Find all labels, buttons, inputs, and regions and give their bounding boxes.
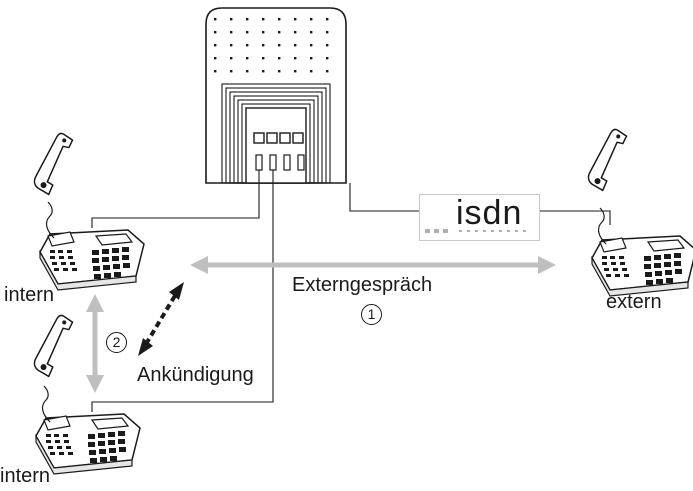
external-call-label: Externgespräch (292, 274, 433, 296)
handset-icon (31, 311, 75, 380)
extern-label: extern (606, 291, 662, 313)
intern-label-bottom: intern (0, 465, 51, 487)
isdn-dots-overlay (425, 229, 531, 233)
isdn-box (419, 194, 540, 241)
handset-icon (585, 125, 629, 194)
telephone-system-icon (205, 7, 347, 184)
step-2-badge: 2 (106, 332, 127, 353)
telephone-icon (39, 201, 145, 291)
wiring (91, 170, 611, 412)
step-1-badge: 1 (361, 304, 382, 325)
announcement-label: Ankündigung (137, 364, 254, 386)
telephone-icon (35, 385, 141, 475)
isdn-label: isdn (456, 194, 523, 232)
intern-arrow (86, 294, 104, 393)
double-arrow-icon (138, 282, 184, 356)
handset-icon (31, 129, 75, 198)
telephone-icon (591, 207, 693, 297)
intern-label-top: intern (4, 284, 55, 306)
external-call-arrow (190, 256, 556, 274)
